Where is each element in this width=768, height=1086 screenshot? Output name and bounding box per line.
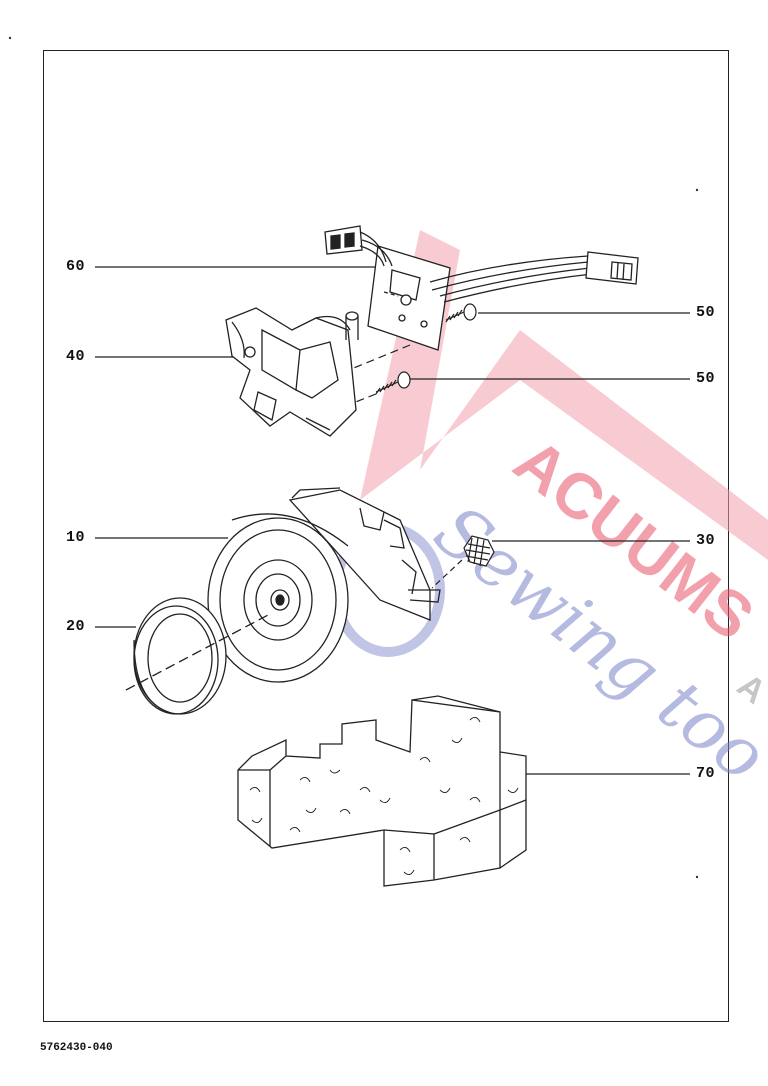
part-40-bracket — [225, 307, 359, 437]
speck — [695, 188, 699, 192]
callout-70: 70 — [696, 765, 716, 782]
speck — [695, 875, 699, 879]
document-number: 5762430-040 — [40, 1042, 113, 1054]
callout-10: 10 — [66, 529, 86, 546]
part-10-motor — [207, 487, 441, 683]
part-20-ring — [125, 597, 271, 715]
speck — [8, 36, 12, 40]
watermark-v-shape — [360, 230, 768, 560]
part-60-circuit-board — [324, 225, 639, 351]
callout-60: 60 — [66, 258, 86, 275]
callout-40: 40 — [66, 348, 86, 365]
callout-20: 20 — [66, 618, 86, 635]
drawing-frame — [43, 50, 729, 1022]
callout-50-lower: 50 — [696, 370, 716, 387]
leader-lines — [95, 266, 690, 775]
callout-30: 30 — [696, 532, 716, 549]
part-30-gear — [431, 535, 495, 589]
part-70-foam — [237, 695, 527, 887]
callout-50-upper: 50 — [696, 304, 716, 321]
